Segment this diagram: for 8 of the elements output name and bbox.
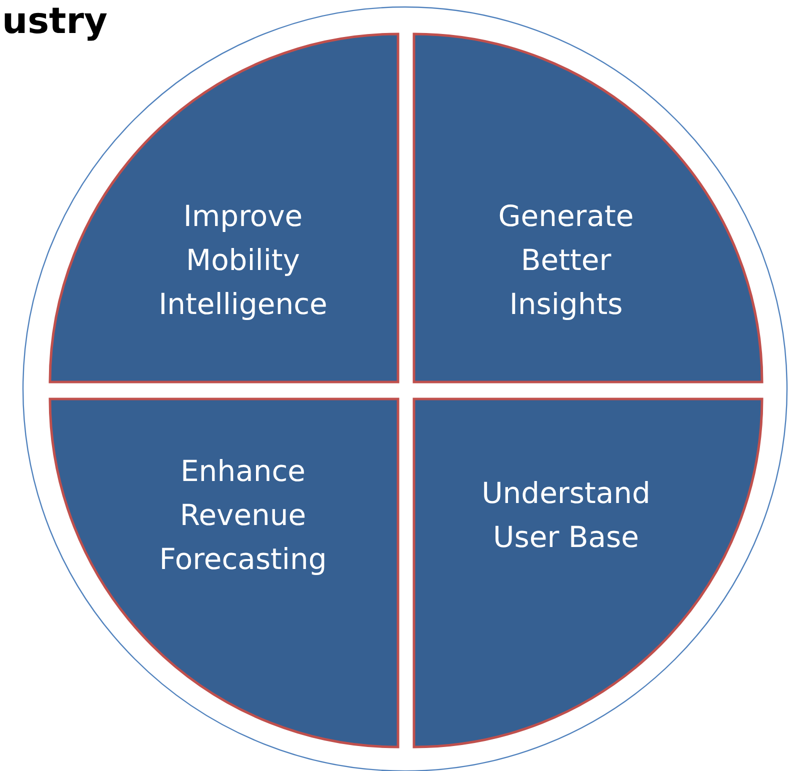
quadrant-segment	[412, 397, 764, 749]
segment-label: Improve Mobility Intelligence	[158, 198, 328, 323]
title: ustry	[2, 0, 108, 44]
segment-label: Enhance Revenue Forecasting	[158, 453, 328, 578]
quadrant-segment	[48, 397, 400, 749]
segment-label: Generate Better Insights	[497, 198, 635, 323]
quadrant-segment	[412, 32, 764, 384]
segment-label: Understand User Base	[480, 475, 652, 556]
